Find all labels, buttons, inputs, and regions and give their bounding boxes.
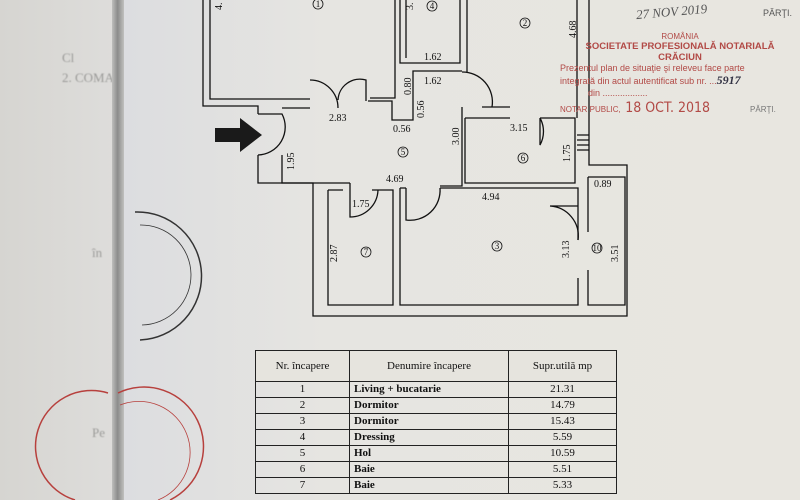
table-header-row: Nr. încapere Denumire încapere Supr.util… [255, 350, 617, 382]
red-notary-seal [34, 386, 205, 500]
room-nr-cell: 5 [255, 445, 350, 462]
dimension-label: 1.75 [562, 145, 573, 163]
room-area-cell: 14.79 [508, 397, 617, 414]
stamp-date: 18 OCT. 2018 [625, 100, 711, 116]
room-area-cell: 21.31 [508, 381, 617, 398]
dimension-label: 1.62 [424, 76, 442, 87]
dimension-label: 3.51 [610, 245, 621, 263]
room-nr-cell: 1 [255, 381, 350, 398]
dimension-label: 4.68 [568, 21, 579, 39]
dimension-label: 3. [405, 3, 416, 11]
left-text-fragment: în [92, 245, 103, 260]
rooms-table: Nr. încapere Denumire încapere Supr.util… [255, 350, 617, 494]
room-name-cell: Living + bucatarie [349, 381, 509, 398]
dimension-label: 4.69 [386, 174, 404, 185]
entry-arrow-icon [215, 118, 262, 152]
room-area-cell: 10.59 [508, 445, 617, 462]
room-area-cell: 15.43 [508, 413, 617, 430]
left-page: Cl 2. COMAN în Pe [0, 0, 123, 500]
dimension-label: 2.87 [329, 245, 340, 263]
stamp-name: CRĂCIUN [658, 52, 702, 63]
left-text-fragment: Cl [62, 50, 75, 65]
dimension-label: 3.00 [451, 128, 462, 146]
dimension-label: 1.62 [424, 52, 442, 63]
room-name-cell: Dormitor [349, 413, 509, 430]
room-number: 6 [521, 153, 526, 163]
room-number: 10 [593, 243, 603, 253]
stamp-country: ROMÂNIA [661, 32, 699, 41]
room-number: 4 [430, 1, 435, 11]
room-name-cell: Baie [349, 477, 509, 494]
left-text-fragment: Pe [92, 425, 105, 440]
stamp-line2: integrată din actul autentificat sub nr.… [560, 76, 717, 86]
dimension-label: 4. [214, 3, 225, 11]
dimension-label: 1.75 [352, 199, 370, 210]
stamp-line1: Prezentul plan de situaţie şi releveu fa… [560, 63, 745, 73]
room-area-cell: 5.33 [508, 477, 617, 494]
room-nr-cell: 4 [255, 429, 350, 446]
room-nr-cell: 2 [255, 397, 350, 414]
notary-label: NOTAR PUBLIC, [560, 105, 621, 114]
room-name-cell: Baie [349, 461, 509, 478]
page-fold [112, 0, 126, 500]
header-nr: Nr. încapere [255, 350, 350, 382]
stamp-society: SOCIETATE PROFESIONALĂ NOTARIALĂ [585, 41, 775, 52]
left-text-fragment: 2. COMAN [62, 70, 124, 85]
room-nr-cell: 7 [255, 477, 350, 494]
room-area-cell: 5.51 [508, 461, 617, 478]
room-name-cell: Hol [349, 445, 509, 462]
stamp-line3: din .................. [588, 88, 648, 98]
dimension-label: 3.13 [561, 241, 572, 259]
dimension-label: 3.15 [510, 123, 528, 134]
dimension-label: 1.95 [286, 153, 297, 171]
dimension-label: 4.94 [482, 192, 500, 203]
dimension-label: 0.89 [594, 179, 612, 190]
room-number: 3 [495, 241, 500, 251]
room-number: 7 [364, 247, 369, 257]
parti-label-top: PĂRŢI. [763, 8, 793, 18]
header-area: Supr.utilă mp [508, 350, 617, 382]
room-number: 5 [401, 147, 406, 157]
room-name-cell: Dormitor [349, 397, 509, 414]
dimension-label: 2.83 [329, 113, 347, 124]
header-name: Denumire încapere [349, 350, 509, 382]
dimension-label: 0.56 [393, 124, 411, 135]
room-number: 2 [523, 18, 528, 28]
room-number: 1 [316, 0, 321, 9]
room-name-cell: Dressing [349, 429, 509, 446]
dimension-label: 0.56 [416, 101, 427, 119]
notary-stamp: ROMÂNIA SOCIETATE PROFESIONALĂ NOTARIALĂ… [560, 32, 800, 117]
parti-label: PĂRŢI. [750, 105, 776, 114]
black-notary-seal [134, 211, 203, 341]
room-nr-cell: 6 [255, 461, 350, 478]
dimension-label: 0.80 [403, 78, 414, 96]
room-area-cell: 5.59 [508, 429, 617, 446]
room-nr-cell: 3 [255, 413, 350, 430]
act-number: 5917 [716, 73, 741, 87]
